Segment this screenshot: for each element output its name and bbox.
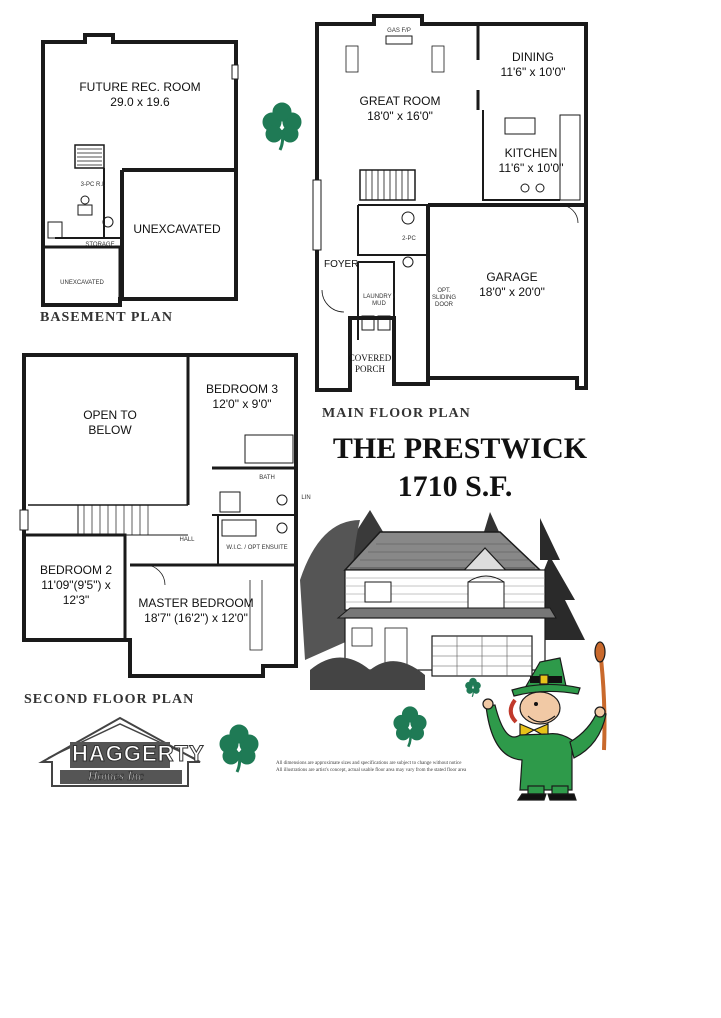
model-name: THE PRESTWICK (332, 432, 588, 465)
room-name: KITCHEN (504, 146, 558, 160)
room-size: 12'0" x 9'0" (212, 397, 272, 411)
room-kitchen: KITCHEN 11'6" x 10'0" (486, 146, 576, 176)
room-open-to-below: OPEN TO BELOW (70, 408, 150, 438)
house-rendering (300, 510, 585, 690)
room-master-bedroom: MASTER BEDROOM 18'7" (16'2") x 12'0" (134, 596, 258, 626)
room-unexcavated: UNEXCAVATED (122, 222, 232, 237)
second-floor-plan-title: SECOND FLOOR PLAN (24, 692, 195, 707)
second-floor-plan (19, 353, 298, 678)
room-name: BEDROOM 2 (39, 563, 112, 577)
label-linen: LIN (301, 495, 311, 501)
room-size: 11'6" x 10'0" (500, 65, 566, 79)
leprechaun-illustration (482, 641, 607, 801)
shamrock-icon (218, 723, 260, 774)
room-future-rec-room: FUTURE REC. ROOM 29.0 x 19.6 (60, 80, 220, 110)
room-name: BEDROOM 3 (205, 382, 278, 396)
label-unexcavated-small: UNEXCAVATED (60, 280, 104, 286)
logo-sub-text: Homes Inc (88, 768, 145, 784)
room-name: GREAT ROOM (359, 94, 441, 108)
room-name: FUTURE REC. ROOM (79, 80, 201, 94)
disclaimer-line-1: All dimensions are approximate sizes and… (276, 761, 462, 766)
label-laundry: LAUNDRY / MUD (363, 294, 395, 307)
room-name: DINING (512, 50, 554, 64)
square-footage: 1710 S.F. (397, 470, 513, 503)
main-floor-plan-title: MAIN FLOOR PLAN (322, 406, 471, 421)
label-wic-ensuite: W.I.C. / OPT ENSUITE (226, 545, 288, 551)
shamrock-icon (464, 677, 482, 698)
room-size: 11'6" x 10'0" (498, 161, 564, 175)
room-bedroom-3: BEDROOM 3 12'0" x 9'0" (192, 382, 292, 412)
main-floor-plan (312, 14, 588, 392)
shamrock-icon (261, 101, 303, 152)
basement-plan (41, 33, 239, 307)
room-size: 11'09"(9'5") x 12'3" (41, 578, 111, 607)
room-bedroom-2: BEDROOM 2 11'09"(9'5") x 12'3" (32, 563, 120, 608)
room-garage: GARAGE 18'0" x 20'0" (462, 270, 562, 300)
disclaimer-line-2: All illustrations are artist's concept, … (276, 768, 467, 773)
shamrock-icon (392, 705, 428, 748)
basement-plan-title: BASEMENT PLAN (40, 310, 173, 325)
room-dining: DINING 11'6" x 10'0" (488, 50, 578, 80)
room-name: MASTER BEDROOM (138, 596, 254, 610)
label-gas-fp: GAS F/P (387, 28, 411, 34)
room-size: 29.0 x 19.6 (110, 95, 170, 109)
label-3pc-ri: 3-PC R.I. (80, 182, 106, 188)
room-name: GARAGE (486, 270, 538, 284)
room-name: OPEN TO BELOW (83, 408, 137, 437)
room-size: 18'7" (16'2") x 12'0" (144, 611, 248, 625)
room-name: UNEXCAVATED (133, 222, 221, 236)
room-size: 18'0" x 16'0" (367, 109, 433, 123)
logo-main-text: HAGGERTY (72, 741, 205, 767)
room-name: FOYER (324, 259, 359, 270)
label-opt-sliding-door: OPT. SLIDING DOOR (431, 288, 456, 308)
label-storage: STORAGE (85, 242, 115, 248)
room-size: 18'0" x 20'0" (479, 285, 545, 299)
label-2pc: 2-PC (402, 236, 416, 242)
room-name: COVERED PORCH (348, 353, 392, 374)
builder-logo (38, 716, 201, 787)
room-covered-porch: COVERED PORCH (338, 353, 402, 375)
room-great-room: GREAT ROOM 18'0" x 16'0" (340, 94, 460, 124)
label-bath: BATH (259, 475, 275, 481)
label-hall: HALL (179, 537, 195, 543)
room-foyer: FOYER (324, 257, 358, 272)
